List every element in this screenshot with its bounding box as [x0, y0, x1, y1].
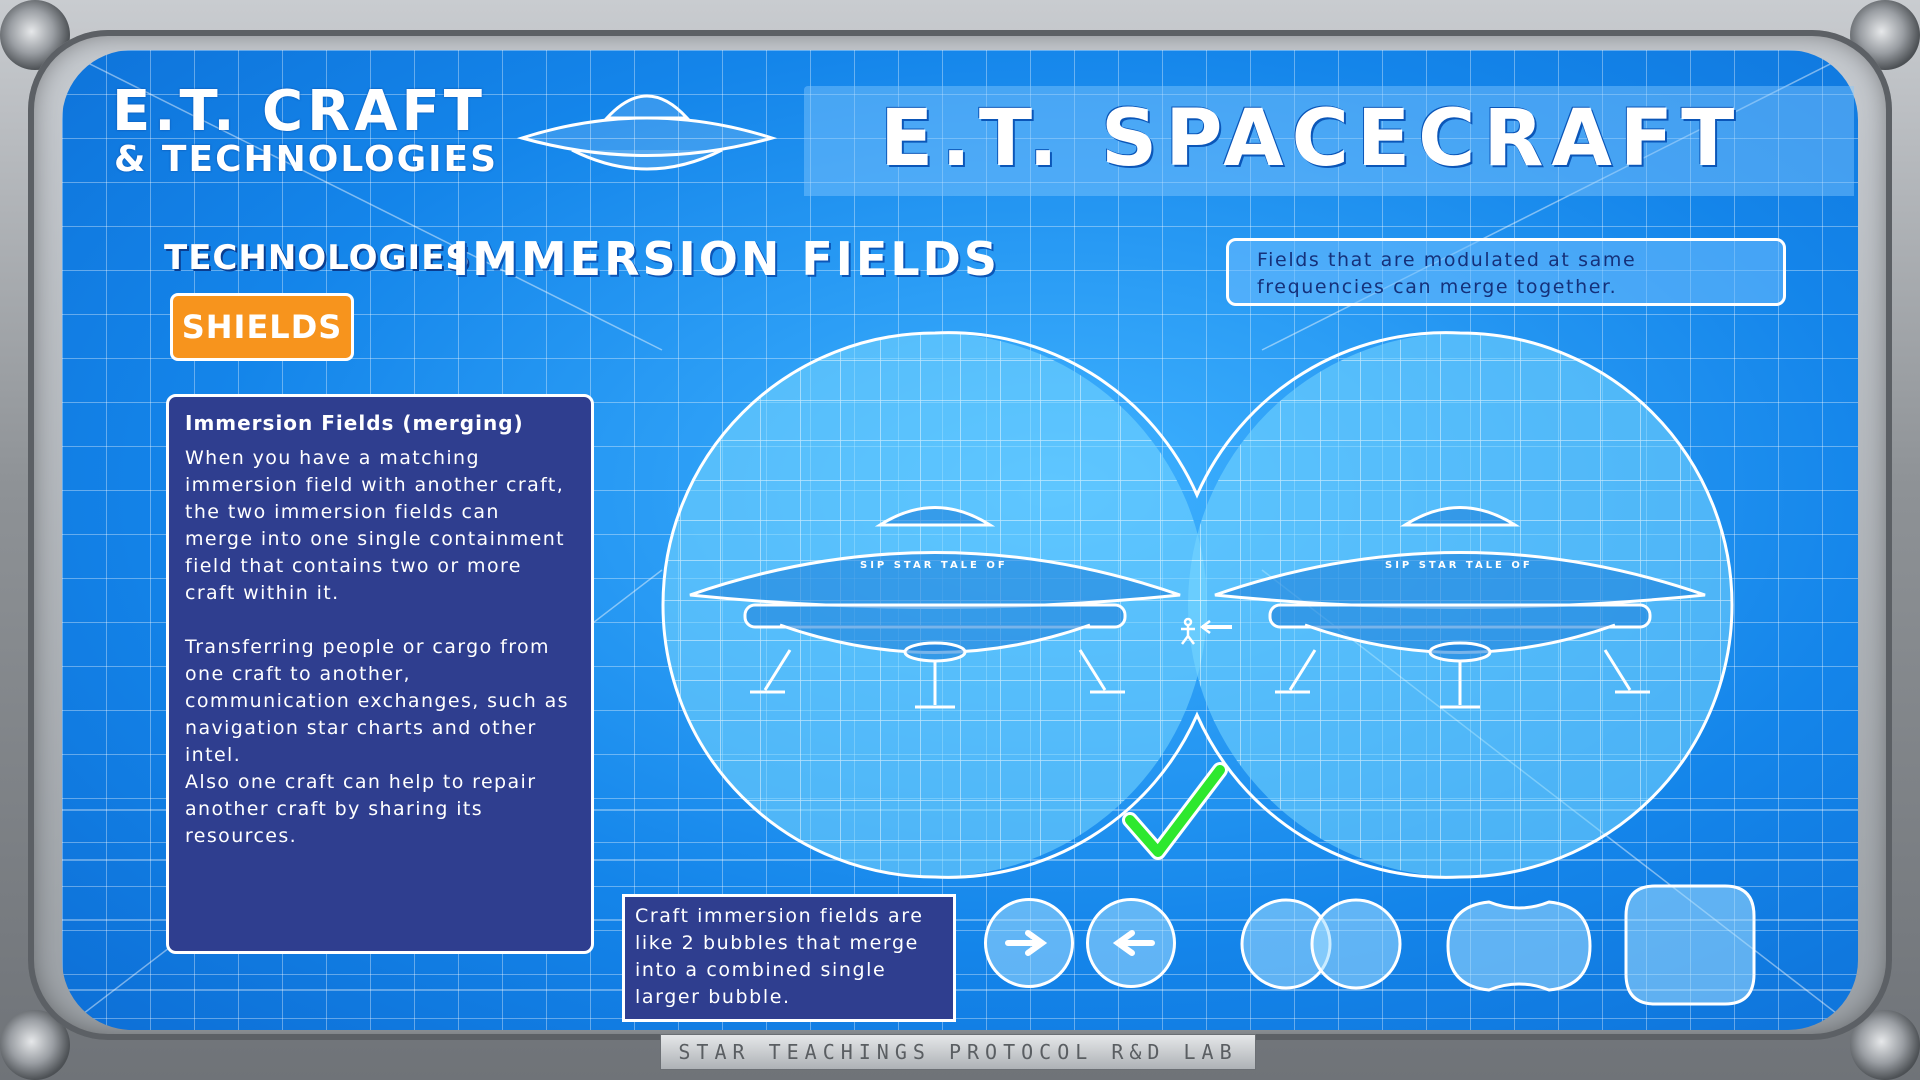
section-topic: IMMERSION FIELDS	[452, 232, 1000, 286]
section-category: TECHNOLOGIES	[164, 238, 471, 278]
checkmark-icon	[1122, 762, 1228, 860]
arrow-left-icon	[1112, 930, 1155, 956]
craft-label-right: SIP STAR TALE OF	[1385, 560, 1533, 571]
spacecraft-right	[1214, 506, 1706, 709]
spacecraft-left	[689, 506, 1181, 709]
header-panel	[804, 86, 1854, 196]
prev-button[interactable]	[1086, 898, 1176, 988]
info-paragraph-3: Also one craft can help to repair anothe…	[185, 771, 537, 847]
stage-merging-bubbles-button[interactable]	[1444, 896, 1594, 996]
brand-subtitle: & TECHNOLOGIES	[114, 139, 499, 180]
info-heading: Immersion Fields (merging)	[185, 411, 524, 435]
transfer-figure-icon	[1181, 617, 1232, 645]
arrow-right-icon	[1005, 930, 1048, 956]
merged-bubbles-diagram: SIP STAR TALE OF SIP STAR TALE OF	[661, 331, 1734, 879]
footer-label: STAR TEACHINGS PROTOCOL R&D LAB	[660, 1034, 1256, 1070]
info-paragraph-1: When you have a matching immersion field…	[185, 447, 565, 604]
caption-box: Craft immersion fields are like 2 bubble…	[622, 894, 956, 1022]
info-panel: Immersion Fields (merging) When you have…	[166, 394, 594, 954]
stage-single-bubble-button[interactable]	[1620, 880, 1760, 1010]
brand-title: E.T. CRAFT	[112, 79, 487, 144]
shields-tab-button[interactable]: SHIELDS	[170, 293, 354, 361]
note-box: Fields that are modulated at same freque…	[1226, 238, 1786, 306]
next-button[interactable]	[984, 898, 1074, 988]
ufo-logo-icon	[516, 94, 778, 171]
stage-two-bubbles-button[interactable]	[1236, 896, 1406, 996]
page-title: E.T. SPACECRAFT	[880, 94, 1743, 184]
info-paragraph-2: Transferring people or cargo from one cr…	[185, 636, 569, 766]
craft-label-left: SIP STAR TALE OF	[860, 560, 1008, 571]
